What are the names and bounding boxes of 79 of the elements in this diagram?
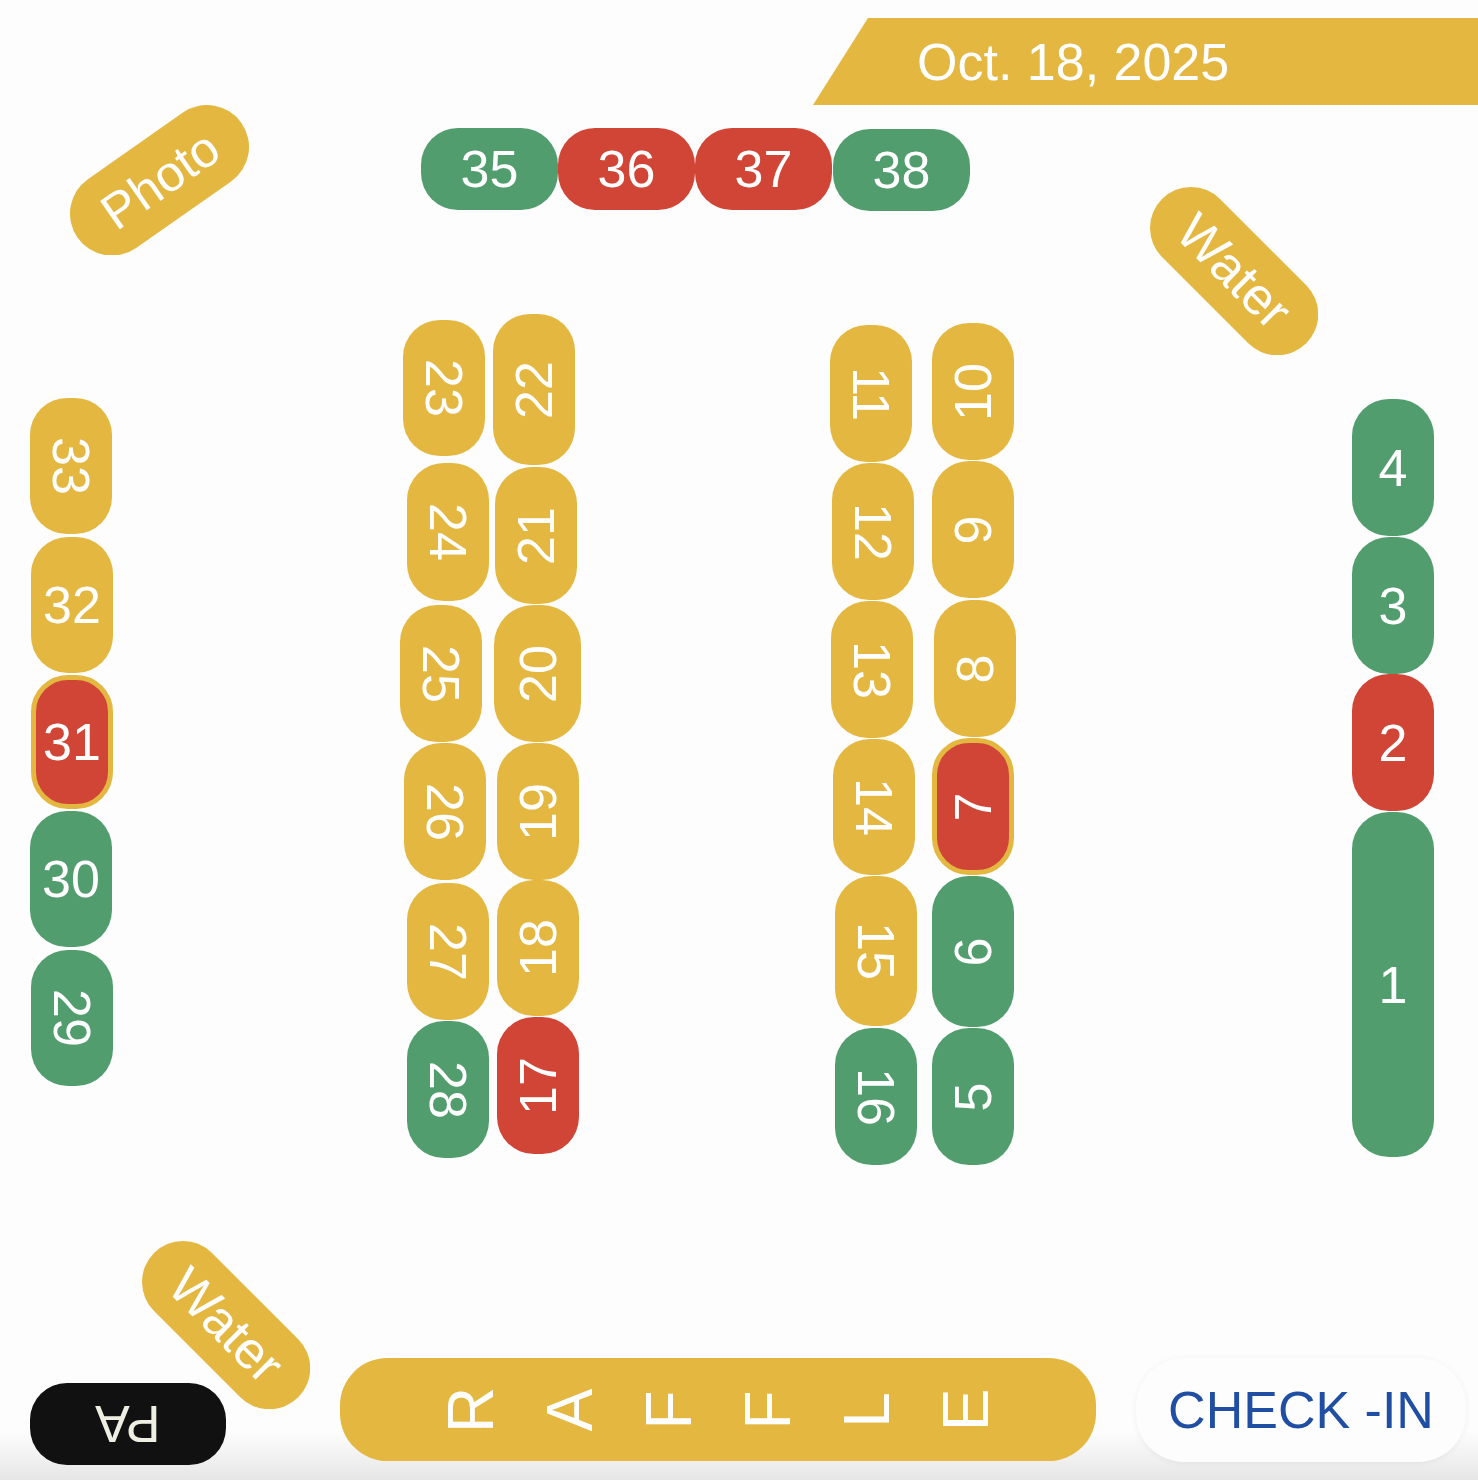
booth-number: 33 bbox=[45, 437, 97, 495]
booth-number: 26 bbox=[419, 782, 471, 841]
booth-tile bbox=[833, 129, 970, 211]
booth-tile bbox=[835, 1028, 917, 1165]
booth-tile bbox=[400, 605, 482, 742]
booth-tile bbox=[421, 128, 558, 210]
booth-tile bbox=[407, 883, 489, 1020]
booth-number: 3 bbox=[1378, 579, 1408, 632]
booth-number: 19 bbox=[512, 782, 564, 841]
booth-tile bbox=[1352, 537, 1434, 674]
booth-number: 8 bbox=[949, 654, 1001, 683]
booth-tile bbox=[404, 743, 486, 880]
booth-tile bbox=[31, 537, 113, 673]
booth-tile bbox=[407, 1021, 489, 1158]
booth-number: 27 bbox=[422, 922, 474, 981]
booth-tile bbox=[835, 876, 917, 1026]
date-text: Oct. 18, 2025 bbox=[917, 35, 1230, 88]
booth-tile bbox=[1352, 674, 1434, 811]
booth-number: 1 bbox=[1378, 958, 1408, 1011]
booth-number: 14 bbox=[848, 778, 900, 836]
booth-tile bbox=[932, 738, 1014, 875]
booth-number: 25 bbox=[415, 644, 467, 703]
booth-tile bbox=[31, 675, 113, 809]
booth-number: 16 bbox=[850, 1067, 902, 1126]
booth-number: 21 bbox=[510, 506, 562, 565]
booth-tile bbox=[830, 325, 912, 462]
zone-label: RAFFLE bbox=[433, 1385, 1003, 1435]
booth-tile bbox=[932, 461, 1014, 598]
booth-tile bbox=[932, 323, 1014, 460]
booth-number: 31 bbox=[43, 716, 101, 768]
booth-number: 10 bbox=[947, 362, 999, 421]
booth-tile bbox=[495, 467, 577, 604]
booth-tile bbox=[1352, 812, 1434, 1157]
booth-number: 5 bbox=[947, 1082, 999, 1111]
booth-number: 24 bbox=[422, 503, 474, 561]
booth-number: 37 bbox=[734, 143, 793, 195]
booth-number: 22 bbox=[508, 360, 560, 419]
booth-number: 20 bbox=[511, 644, 564, 703]
booth-number: 30 bbox=[42, 853, 100, 905]
booth-tile bbox=[497, 1017, 579, 1154]
booth-tile bbox=[497, 743, 579, 880]
booth-number: 6 bbox=[947, 937, 999, 966]
booth-number: 17 bbox=[512, 1056, 564, 1115]
booth-tile bbox=[932, 1028, 1014, 1165]
booth-number: 13 bbox=[846, 640, 898, 699]
booth-number: 29 bbox=[46, 989, 98, 1047]
booth-tile bbox=[831, 601, 913, 738]
booth-number: 12 bbox=[847, 502, 899, 561]
date-banner bbox=[813, 18, 1478, 105]
booth-number: 32 bbox=[43, 579, 101, 631]
booth-tile bbox=[497, 880, 579, 1016]
booth-tile bbox=[403, 320, 485, 456]
booth-number: 38 bbox=[872, 144, 931, 196]
booth-tile bbox=[833, 739, 915, 875]
booth-number: 11 bbox=[845, 366, 897, 421]
booth-tile bbox=[832, 463, 914, 600]
booth-number: 4 bbox=[1378, 441, 1408, 494]
booth-tile bbox=[493, 314, 575, 465]
booth-tile bbox=[934, 600, 1016, 737]
booth-number: 35 bbox=[460, 143, 519, 195]
booth-tile bbox=[1352, 399, 1434, 536]
booth-tile bbox=[30, 811, 112, 947]
zone-label: PA bbox=[95, 1398, 161, 1450]
booth-number: 23 bbox=[418, 359, 470, 417]
booth-number: 18 bbox=[512, 919, 564, 977]
zone-label: CHECK -IN bbox=[1168, 1384, 1434, 1436]
booth-number: 2 bbox=[1378, 716, 1408, 769]
booth-tile bbox=[407, 463, 489, 601]
booth-number: 7 bbox=[947, 792, 999, 821]
zone-tile bbox=[30, 1383, 226, 1465]
booth-tile bbox=[30, 398, 112, 534]
booth-number: 15 bbox=[850, 922, 902, 980]
booth-tile bbox=[932, 876, 1014, 1027]
booth-number: 36 bbox=[597, 143, 656, 195]
booth-tile bbox=[695, 128, 832, 210]
booth-number: 9 bbox=[947, 515, 999, 544]
booth-tile bbox=[558, 128, 695, 210]
booth-number: 28 bbox=[422, 1060, 474, 1119]
booth-tile bbox=[31, 950, 113, 1086]
